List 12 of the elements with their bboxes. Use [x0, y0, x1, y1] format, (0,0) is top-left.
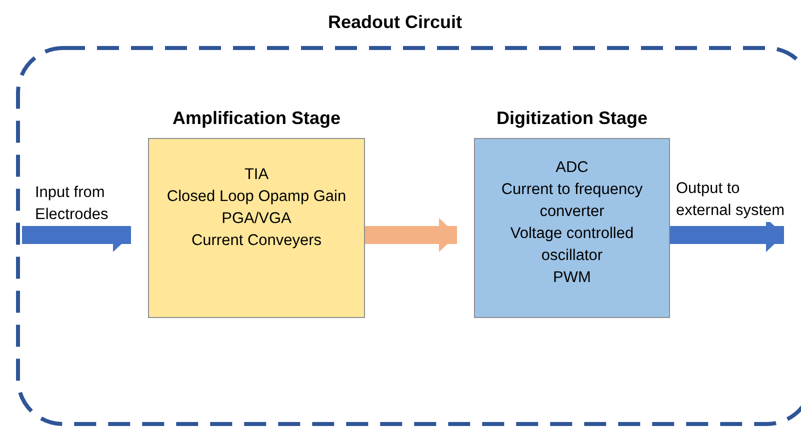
stage-heading: Digitization Stage [495, 107, 648, 130]
stage-item: TIA [244, 165, 269, 185]
stage-item: Current Conveyers [191, 231, 322, 251]
circuit-title: Readout Circuit [326, 11, 463, 34]
stage-item: Voltage controlled oscillator [509, 224, 635, 266]
block-arrow [365, 218, 457, 252]
stage-item: PGA/VGA [222, 209, 292, 229]
stage-item: ADC [556, 158, 588, 178]
stage-item: Current to frequency converter [500, 180, 644, 222]
stage-item: PWM [553, 268, 591, 288]
stage-heading: Amplification Stage [171, 107, 342, 130]
stage-item: Closed Loop Opamp Gain [166, 187, 346, 207]
